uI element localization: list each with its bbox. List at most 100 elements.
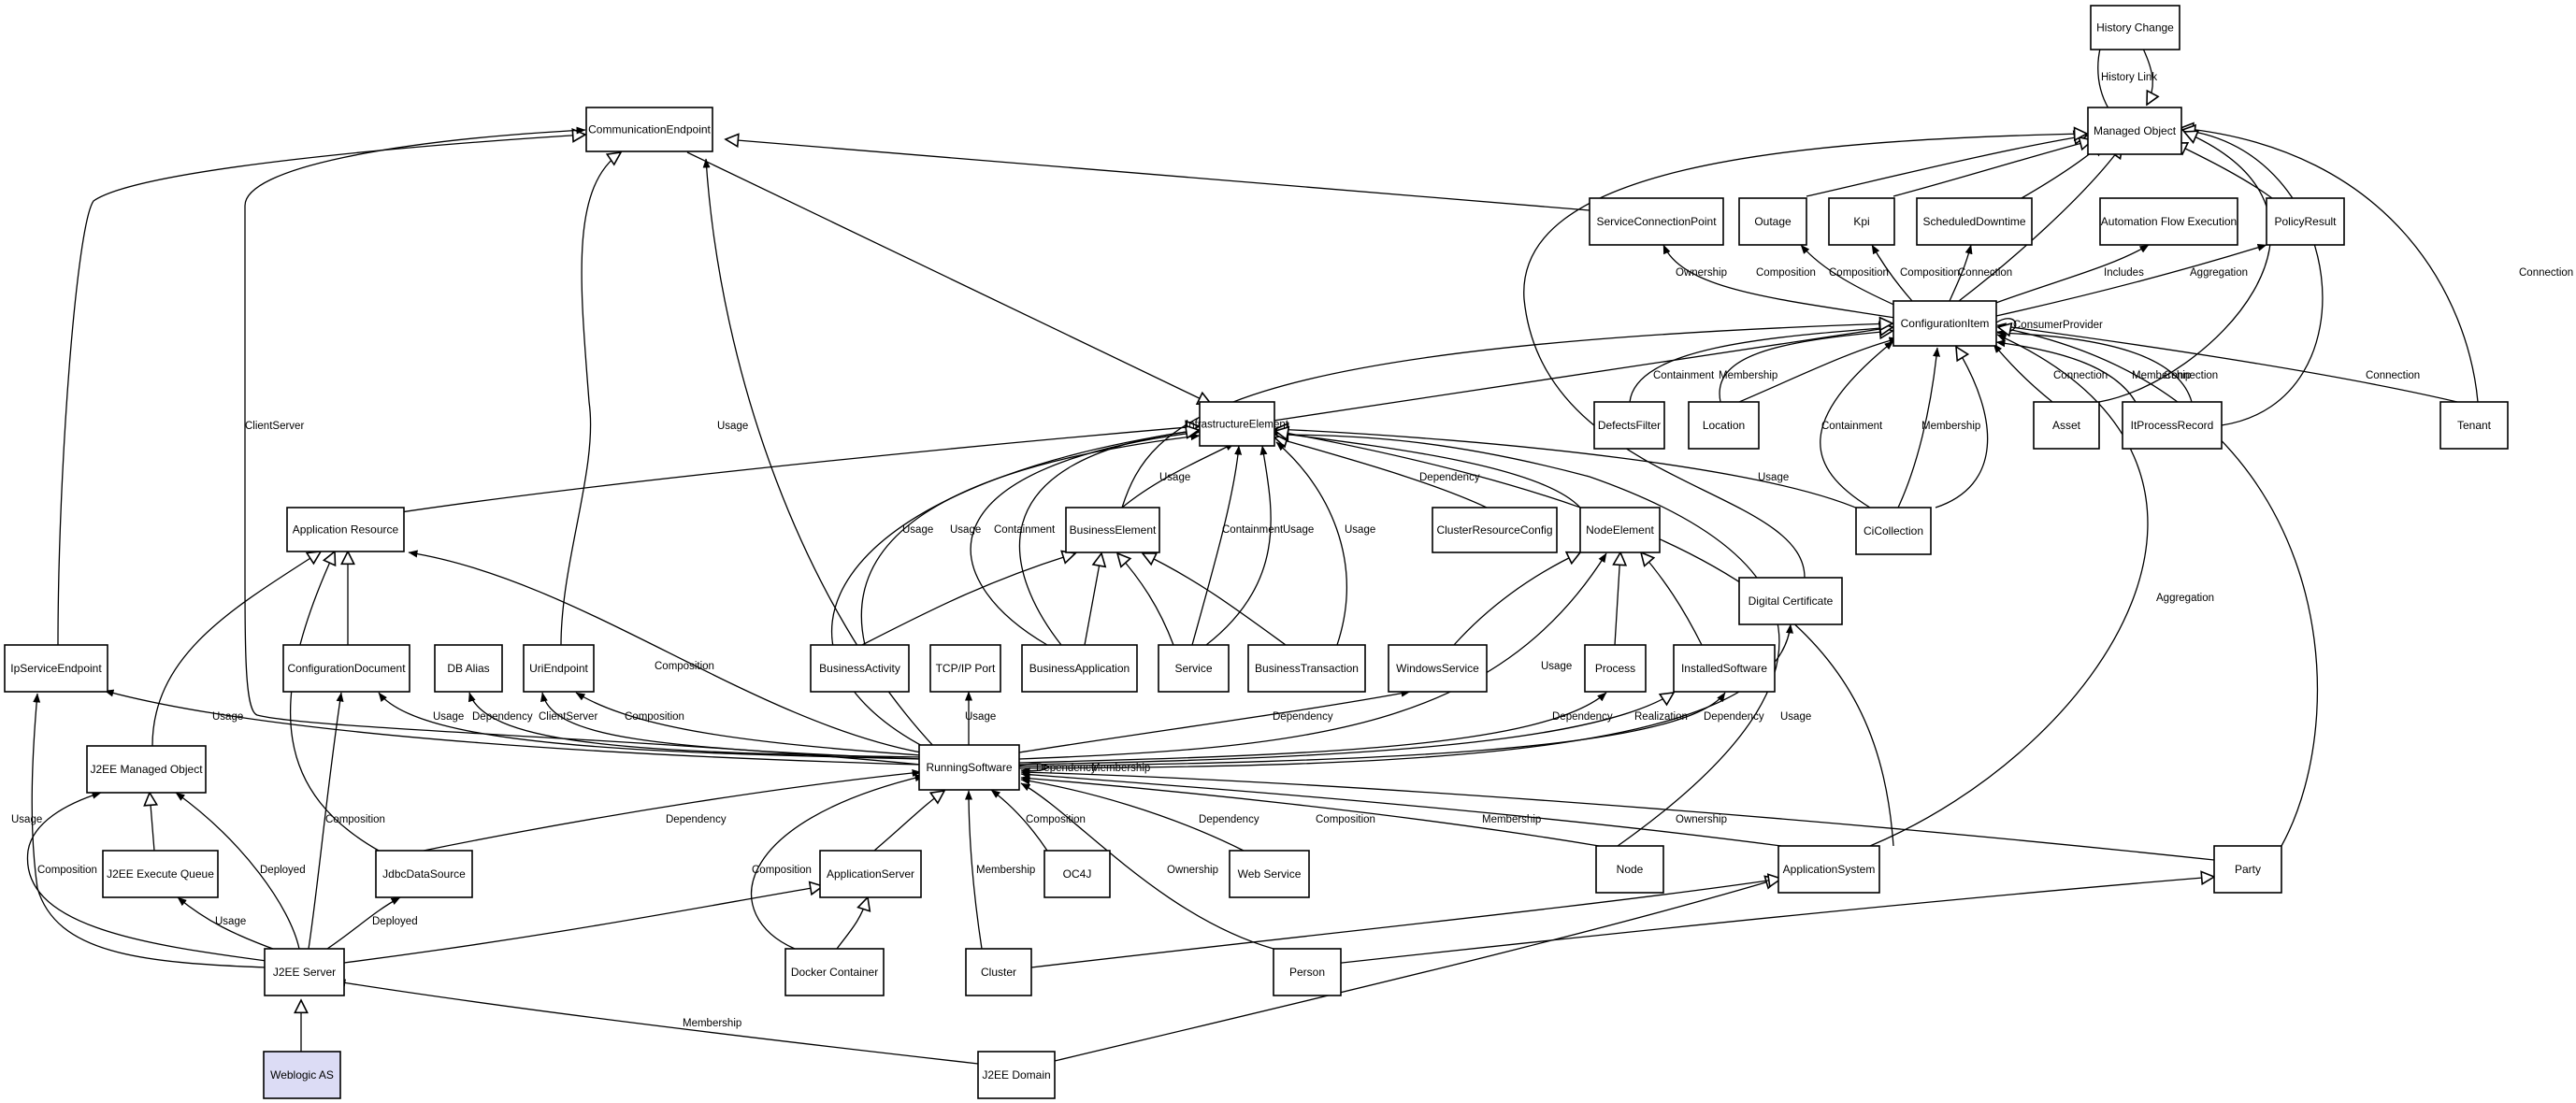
- node-communication-endpoint[interactable]: CommunicationEndpoint: [585, 107, 713, 152]
- edge-ci-to-service-connection-point: [1662, 244, 1896, 319]
- node-person[interactable]: Person: [1273, 948, 1342, 996]
- node-business-application[interactable]: BusinessApplication: [1021, 644, 1138, 693]
- svg-text:Tenant: Tenant: [2457, 419, 2492, 432]
- node-node[interactable]: Node: [1595, 845, 1664, 894]
- node-running-software[interactable]: RunningSoftware: [918, 744, 1020, 791]
- edge-itprocessrecord-to-ci-2: [1996, 329, 2193, 403]
- node-itprocessrecord[interactable]: ItProcessRecord: [2122, 401, 2223, 450]
- node-asset[interactable]: Asset: [2033, 401, 2100, 450]
- node-j2ee-execute-queue[interactable]: J2EE Execute Queue: [102, 850, 219, 898]
- node-application-system[interactable]: ApplicationSystem: [1777, 845, 1880, 894]
- node-defects-filter[interactable]: DefectsFilter: [1593, 401, 1665, 450]
- edge-label: Ownership: [1676, 814, 1727, 825]
- node-business-transaction[interactable]: BusinessTransaction: [1247, 644, 1366, 693]
- node-process[interactable]: Process: [1584, 644, 1647, 693]
- node-service-connection-point[interactable]: ServiceConnectionPoint: [1589, 197, 1724, 246]
- node-j2ee-domain[interactable]: J2EE Domain: [977, 1051, 1056, 1099]
- edge-label: Aggregation: [2156, 593, 2214, 604]
- edge-person-to-party: [1316, 877, 2214, 967]
- node-docker-container[interactable]: Docker Container: [784, 948, 885, 996]
- node-weblogic-as[interactable]: Weblogic AS: [263, 1051, 341, 1099]
- edge-itprocessrecord-to-managed-object: [2182, 130, 2324, 426]
- node-jdbc-datasource[interactable]: JdbcDataSource: [375, 850, 473, 898]
- edge-running-software-to-installed-software-dependency: [1018, 692, 1726, 767]
- node-managed-object[interactable]: Managed Object: [2087, 107, 2182, 155]
- node-cluster-resource-config[interactable]: ClusterResourceConfig: [1432, 507, 1558, 553]
- edge-process-to-node-element: [1615, 552, 1620, 646]
- edge-ci-to-scheduled-downtime: [1949, 244, 1973, 302]
- edge-history-change-to-managed-object: [2142, 48, 2152, 105]
- edge-label: ConsumerProvider: [2013, 320, 2103, 331]
- node-digital-certificate[interactable]: Digital Certificate: [1738, 577, 1843, 625]
- node-party[interactable]: Party: [2213, 845, 2282, 894]
- edge-application-system-to-ci: [1869, 334, 2149, 847]
- node-scheduled-downtime[interactable]: ScheduledDowntime: [1916, 197, 2033, 246]
- node-db-alias[interactable]: DB Alias: [434, 644, 503, 693]
- edge-j2ee-server-to-application-server: [343, 886, 823, 964]
- svg-text:Node: Node: [1617, 863, 1644, 876]
- node-business-element[interactable]: BusinessElement: [1065, 507, 1160, 553]
- svg-text:ApplicationSystem: ApplicationSystem: [1783, 863, 1876, 876]
- edge-cluster-to-running-software: [965, 790, 983, 950]
- edge-business-element-to-ci: [1121, 323, 1892, 509]
- edge-digital-certificate-to-managed-object: [1523, 134, 2087, 579]
- node-cluster[interactable]: Cluster: [965, 948, 1032, 996]
- node-tenant[interactable]: Tenant: [2439, 401, 2509, 450]
- node-configuration-item[interactable]: ConfigurationItem: [1892, 300, 1997, 347]
- node-kpi[interactable]: Kpi: [1828, 197, 1895, 246]
- node-uri-endpoint[interactable]: UriEndpoint: [523, 644, 595, 693]
- node-configuration-document[interactable]: ConfigurationDocument: [282, 644, 410, 693]
- svg-text:Automation Flow Execution: Automation Flow Execution: [2101, 215, 2237, 228]
- edge-label: Usage: [212, 711, 243, 723]
- node-j2ee-server[interactable]: J2EE Server: [264, 948, 345, 996]
- edge-business-transaction-to-infrastructure-element: [1275, 441, 1347, 646]
- node-history-change[interactable]: History Change: [2090, 5, 2180, 50]
- edge-ip-service-endpoint-to-communication-endpoint: [57, 135, 585, 646]
- node-j2ee-managed-object[interactable]: J2EE Managed Object: [86, 745, 207, 794]
- svg-text:DefectsFilter: DefectsFilter: [1598, 419, 1661, 432]
- node-application-server[interactable]: ApplicationServer: [819, 850, 922, 898]
- svg-text:IpServiceEndpoint: IpServiceEndpoint: [10, 662, 102, 675]
- node-web-service[interactable]: Web Service: [1229, 850, 1310, 898]
- edge-label: Usage: [717, 421, 748, 432]
- edge-label: Containment: [1821, 421, 1883, 432]
- svg-text:Docker Container: Docker Container: [791, 966, 878, 979]
- svg-text:Person: Person: [1289, 966, 1325, 979]
- edge-label: Composition: [1829, 267, 1889, 279]
- edge-running-software-to-communication-endpoint-clientserver: [244, 126, 922, 766]
- node-ip-service-endpoint[interactable]: IpServiceEndpoint: [4, 644, 108, 693]
- edge-label: Membership: [683, 1018, 741, 1029]
- node-tcp-port[interactable]: TCP/IP Port: [929, 644, 1001, 693]
- edge-policy-result-to-managed-object: [2174, 143, 2273, 199]
- svg-text:Asset: Asset: [2052, 419, 2081, 432]
- edge-business-application-to-business-element: [1084, 553, 1101, 646]
- node-automation-flow-execution[interactable]: Automation Flow Execution: [2099, 197, 2238, 246]
- svg-text:TCP/IP Port: TCP/IP Port: [936, 662, 996, 675]
- edge-asset-to-ci: [1993, 343, 2053, 403]
- edge-location-to-ci: [1719, 331, 1892, 403]
- svg-text:Location: Location: [1703, 419, 1745, 432]
- node-business-activity[interactable]: BusinessActivity: [810, 644, 910, 693]
- node-oc4j[interactable]: OC4J: [1043, 850, 1111, 898]
- node-application-resource[interactable]: Application Resource: [286, 507, 405, 552]
- node-windows-service[interactable]: WindowsService: [1388, 644, 1488, 693]
- svg-text:Party: Party: [2235, 863, 2261, 876]
- edge-j2ee-server-to-j2ee-managed-object-composition: [26, 792, 267, 962]
- node-outage[interactable]: Outage: [1738, 197, 1807, 246]
- edge-cluster-resource-config-to-infrastructure-element: [1274, 437, 1488, 509]
- edge-label: Dependency: [1036, 763, 1097, 774]
- node-policy-result[interactable]: PolicyResult: [2266, 197, 2345, 246]
- node-infrastructure-element[interactable]: InfrastructureElement: [1186, 401, 1289, 447]
- edge-ci-to-policy-result: [1995, 243, 2267, 317]
- svg-text:J2EE Server: J2EE Server: [273, 966, 336, 979]
- svg-text:J2EE Managed Object: J2EE Managed Object: [90, 763, 203, 776]
- node-ci-collection[interactable]: CiCollection: [1855, 507, 1932, 555]
- node-node-element[interactable]: NodeElement: [1579, 507, 1661, 553]
- edge-running-software-to-ip-service-endpoint: [104, 689, 922, 766]
- edge-label: Membership: [1719, 370, 1777, 381]
- node-service[interactable]: Service: [1158, 644, 1230, 693]
- edge-running-software-to-windows-service: [1018, 689, 1411, 753]
- node-location[interactable]: Location: [1688, 401, 1760, 450]
- edge-ci-to-outage: [1800, 244, 1899, 308]
- node-installed-software[interactable]: InstalledSoftware: [1673, 644, 1776, 693]
